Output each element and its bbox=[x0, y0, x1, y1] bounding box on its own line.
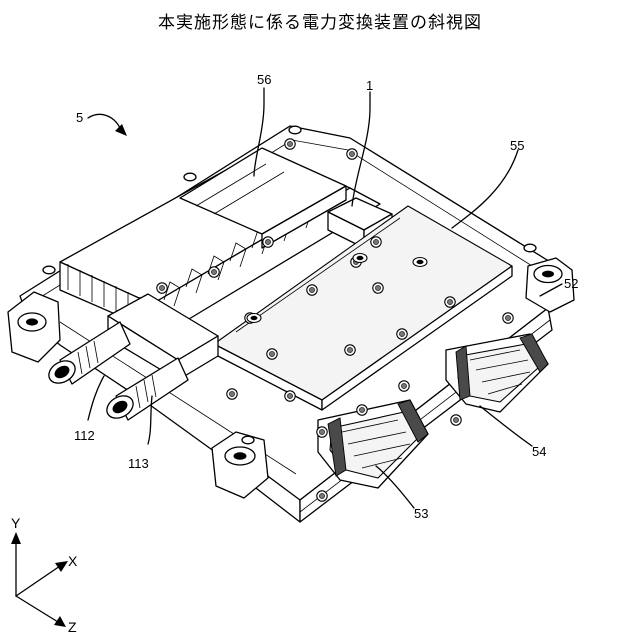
ref-label-5: 5 bbox=[76, 110, 83, 125]
ref-label-113: 113 bbox=[128, 456, 149, 471]
axis-label-z: Z bbox=[68, 619, 77, 635]
ref-label-1: 1 bbox=[366, 78, 373, 93]
ref-label-54: 54 bbox=[532, 444, 546, 459]
ref-label-112: 112 bbox=[74, 428, 95, 443]
ref-label-53: 53 bbox=[414, 506, 428, 521]
ref-label-55: 55 bbox=[510, 138, 524, 153]
ref-label-52: 52 bbox=[564, 276, 578, 291]
ref-label-56: 56 bbox=[257, 72, 271, 87]
coordinate-axes bbox=[11, 532, 68, 627]
axis-label-y: Y bbox=[11, 515, 21, 531]
axis-label-x: X bbox=[68, 553, 78, 569]
